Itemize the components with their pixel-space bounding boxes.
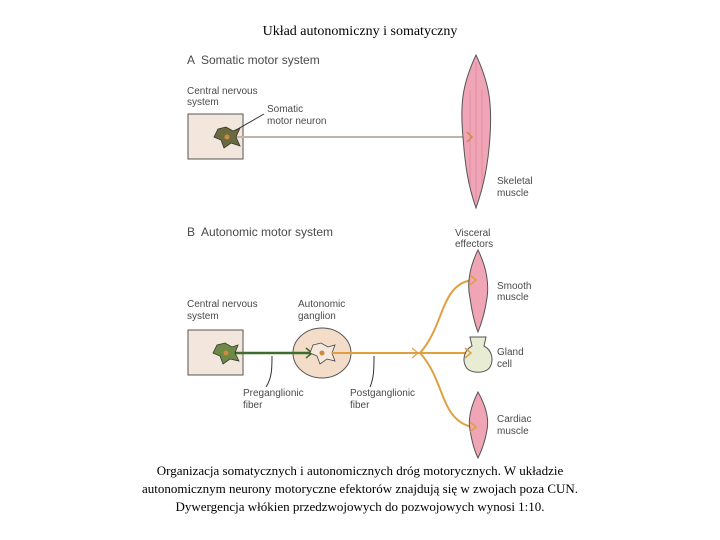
cardiac-muscle — [468, 390, 489, 460]
figure-caption: Organizacja somatycznych i autonomicznyc… — [120, 462, 600, 516]
preganglionic-neuron-nucleus — [223, 350, 229, 356]
section-b-heading: Autonomic motor system — [201, 225, 333, 239]
label-somatic-line2: motor neuron — [267, 116, 326, 127]
preganglionic-pointer — [265, 355, 273, 388]
label-somatic-line1: Somatic — [267, 104, 303, 115]
gland-cell — [463, 336, 493, 373]
motor-system-diagram: A Somatic motor system Central nervous s… — [187, 53, 533, 460]
caption-line-1: Organizacja somatycznych i autonomicznyc… — [156, 463, 564, 478]
label-smooth-line2: muscle — [497, 292, 529, 303]
smooth-muscle — [468, 248, 489, 334]
label-cns-a-line1: Central nervous — [187, 86, 258, 97]
caption-line-3: Dywergencja włókien przedzwojowych do po… — [175, 499, 545, 514]
postganglionic-neuron-nucleus — [319, 350, 325, 356]
postganglionic-pointer — [369, 355, 375, 388]
page-title: Układ autonomiczny i somatyczny — [262, 24, 458, 39]
postganglionic-branch-smooth — [419, 279, 473, 354]
label-cardiac-line1: Cardiac — [497, 414, 531, 425]
label-skeletal-line2: muscle — [497, 188, 529, 199]
label-postganglionic-line1: Postganglionic — [350, 388, 415, 399]
skeletal-muscle-fibers — [469, 62, 483, 202]
cardiac-nerve-ending — [469, 421, 478, 433]
label-skeletal-line1: Skeletal — [497, 176, 533, 187]
label-preganglionic-line1: Preganglionic — [243, 388, 304, 399]
label-ganglion-line2: ganglion — [298, 311, 336, 322]
postganglionic-branch-cardiac — [419, 352, 473, 428]
section-a-letter: A — [187, 53, 195, 67]
label-cns-b-line2: system — [187, 311, 219, 322]
somatic-neuron-pointer — [235, 113, 265, 131]
label-smooth-line1: Smooth — [497, 281, 531, 292]
label-postganglionic-line2: fiber — [350, 400, 370, 411]
skeletal-nerve-ending — [466, 131, 474, 143]
section-b-letter: B — [187, 225, 195, 239]
label-visceral-line1: Visceral — [455, 228, 490, 239]
section-a-heading: Somatic motor system — [201, 53, 320, 67]
label-ganglion-line1: Autonomic — [298, 299, 345, 310]
label-preganglionic-line2: fiber — [243, 400, 263, 411]
smooth-nerve-ending — [469, 274, 478, 286]
somatic-neuron-nucleus — [224, 134, 230, 140]
label-cardiac-line2: muscle — [497, 426, 529, 437]
label-gland-line2: cell — [497, 359, 512, 370]
label-cns-b-line1: Central nervous — [187, 299, 258, 310]
label-cns-a-line2: system — [187, 97, 219, 108]
gland-nerve-ending — [464, 347, 473, 359]
postganglionic-divergence-mark — [411, 347, 419, 359]
label-gland-line1: Gland — [497, 347, 524, 358]
label-visceral-line2: effectors — [455, 239, 493, 250]
caption-line-2: autonomicznym neurony motoryczne efektor… — [141, 481, 579, 496]
